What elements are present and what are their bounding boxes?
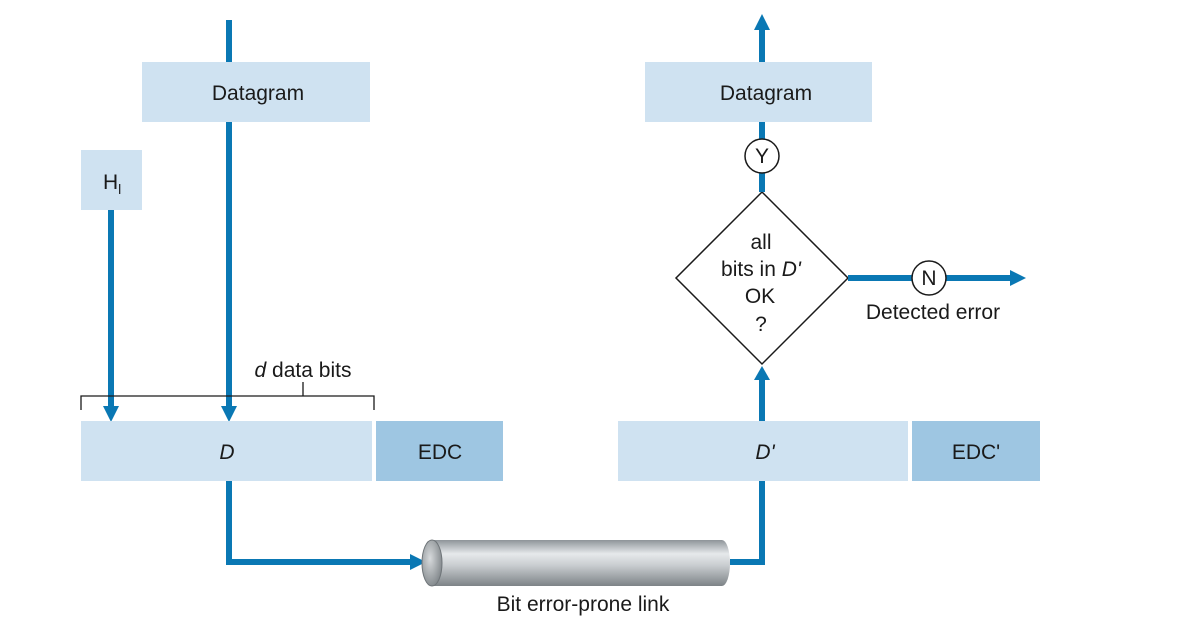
- decision-line-2: bits in D': [721, 258, 802, 281]
- bit-error-prone-link-cylinder: [421, 539, 730, 587]
- detected-error-label: Detected error: [866, 301, 1000, 324]
- data-bits-label: d data bits: [255, 359, 352, 382]
- receiver-edc-block: [912, 421, 1040, 481]
- link-label: Bit error-prone link: [497, 593, 670, 616]
- sender-to-link-line: [226, 481, 412, 565]
- receiver-up-to-decision-arrowhead: [754, 366, 770, 380]
- sender-datagram-box: [142, 62, 370, 122]
- sender-datagram-arrowhead: [221, 406, 237, 422]
- data-bits-bracket: [80, 395, 375, 410]
- sender-datagram-label: Datagram: [212, 82, 304, 105]
- header-arrowhead: [103, 406, 119, 422]
- receiver-edc-label: EDC': [952, 441, 1000, 464]
- link-to-receiver-line: [730, 481, 765, 565]
- sender-data-block: [81, 421, 372, 481]
- no-circle: [911, 260, 947, 296]
- receiver-datagram-box: [645, 62, 872, 122]
- no-label: N: [921, 267, 936, 290]
- receiver-datagram-label: Datagram: [720, 82, 812, 105]
- sender-edc-block: [376, 421, 503, 481]
- decision-line-3: OK: [745, 285, 775, 308]
- decision-line-1: all: [750, 231, 771, 254]
- yes-label: Y: [755, 145, 769, 168]
- sender-data-block-label: D: [219, 441, 234, 464]
- sender-edc-label: EDC: [418, 441, 462, 464]
- receiver-data-block: [618, 421, 908, 481]
- yes-path-arrowhead: [754, 14, 770, 30]
- receiver-data-block-label: D': [755, 441, 775, 464]
- header-box: [81, 150, 142, 210]
- header-label: Hl: [103, 171, 121, 197]
- decision-line-4: ?: [755, 313, 767, 336]
- sender-to-link-arrowhead: [410, 554, 426, 570]
- yes-circle: [744, 138, 780, 174]
- decision-diamond: [674, 190, 850, 366]
- no-path-arrowhead: [1010, 270, 1026, 286]
